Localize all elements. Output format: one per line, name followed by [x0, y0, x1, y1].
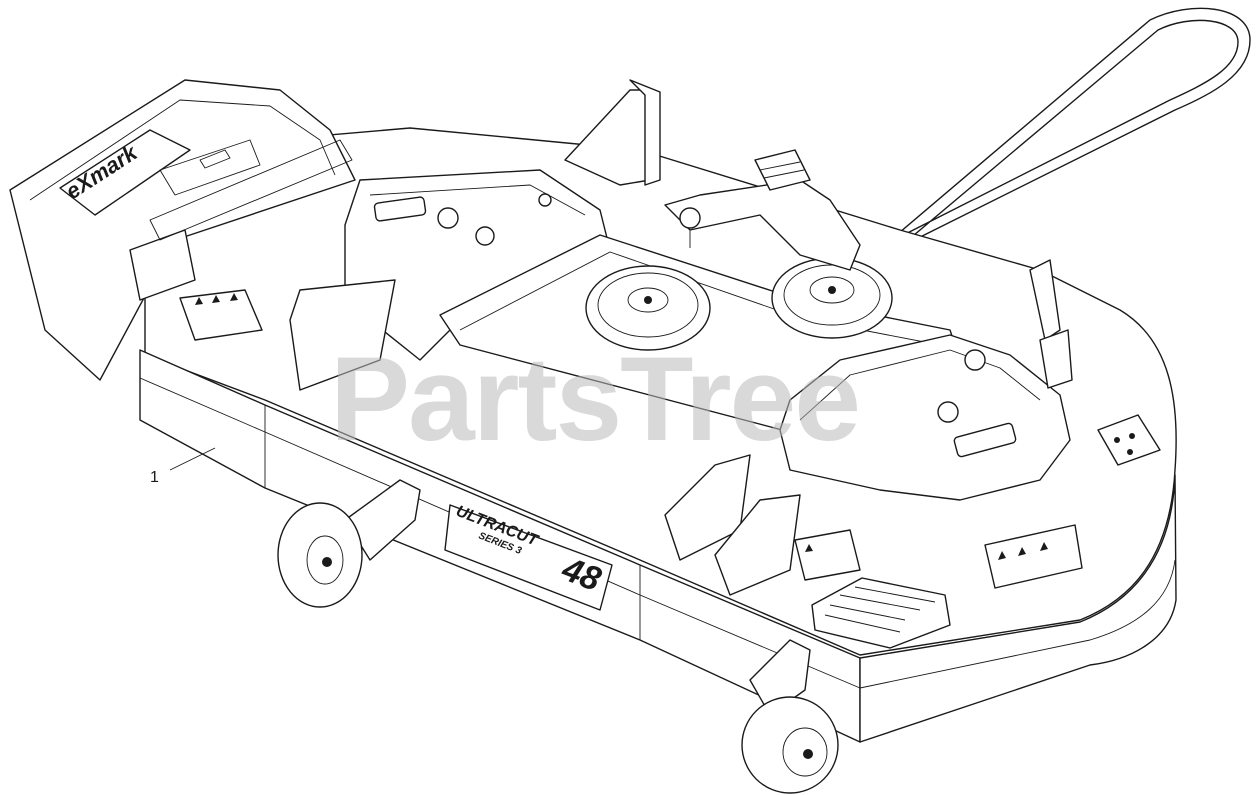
deck-model-plate: ULTRACUT SERIES 3 48 [444, 503, 613, 611]
idler-arm [664, 149, 861, 271]
callout-1: 1 [150, 447, 216, 486]
safety-decal-right [984, 524, 1083, 589]
baffle-brackets [289, 79, 1073, 596]
right-pulley [771, 257, 893, 339]
left-caster-wheel [277, 479, 421, 608]
discharge-chute: eXmark [9, 79, 356, 381]
right-spindle-cover [779, 334, 1071, 501]
watermark-text: PartsTree [330, 332, 859, 466]
callout-number: 1 [150, 469, 159, 486]
left-pulley [585, 265, 711, 351]
safety-decal-left [179, 289, 263, 341]
safety-decal-center [794, 529, 861, 581]
left-spindle-cover [344, 169, 611, 361]
drive-belt [819, 7, 1251, 305]
right-caster-wheel [741, 639, 839, 794]
height-of-cut-decal [1097, 414, 1161, 466]
foot-step-pad [811, 577, 951, 649]
